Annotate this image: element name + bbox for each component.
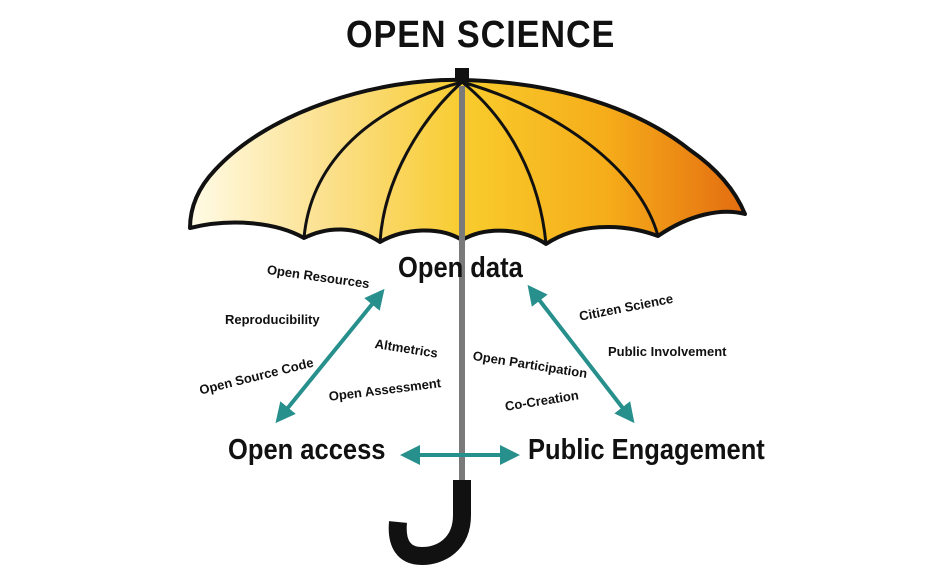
canopy-rib-left-inner: [378, 80, 464, 243]
umbrella-shaft: [459, 86, 465, 484]
umbrella-handle: [388, 480, 471, 566]
reproducibility-label: Reproducibility: [225, 312, 320, 327]
open-access-label: Open access: [228, 434, 386, 466]
canopy-rib-right-inner: [461, 80, 548, 245]
canopy-rib-right-outer: [461, 80, 660, 237]
arrow-open-data-to-public-engagement: [527, 284, 635, 424]
open-data-label: Open data: [398, 252, 523, 284]
arrow-open-data-to-open-access: [275, 288, 385, 424]
canopy-rib-left-outer: [302, 80, 463, 239]
diagram-title: OPEN SCIENCE: [346, 14, 616, 56]
umbrella-canopy: [188, 77, 747, 246]
public-engagement-label: Public Engagement: [528, 434, 765, 466]
public-involvement-label: Public Involvement: [608, 344, 727, 359]
